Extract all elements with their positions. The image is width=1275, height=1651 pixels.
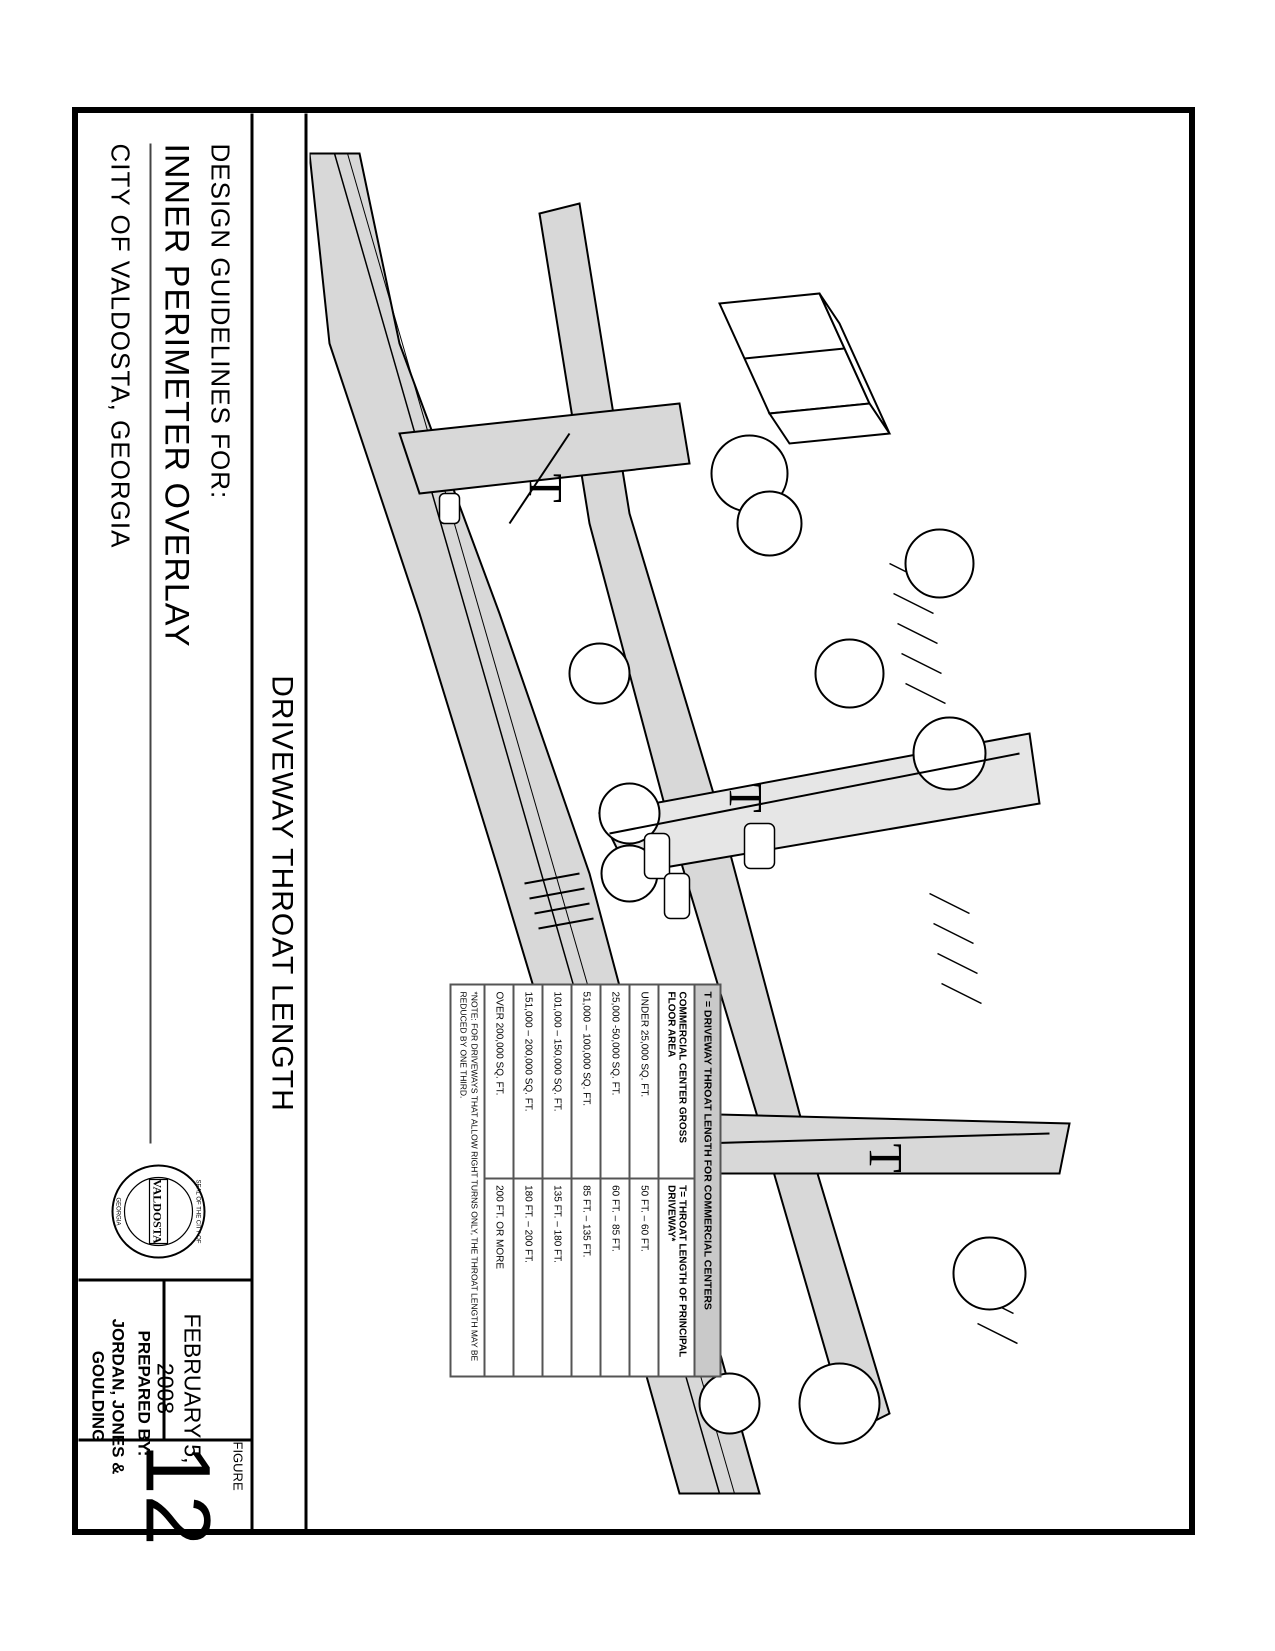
table-row: 101,000 – 150,000 SQ. FT.135 FT. – 180 F… (542, 985, 571, 1375)
firm-name: JORDAN, JONES & GOULDING (88, 1318, 127, 1474)
table-row: 25,000 -50,000 SQ. FT.60 FT. – 85 FT. (600, 985, 629, 1375)
col-header-area: COMMERCIAL CENTER GROSS FLOOR AREA (658, 985, 693, 1178)
cell-area: OVER 200,000 SQ. FT. (484, 985, 513, 1178)
throat-length-table: T = DRIVEWAY THROAT LENGTH FOR COMMERCIA… (449, 983, 721, 1377)
project-location: CITY OF VALDOSTA, GEORGIA (105, 143, 135, 548)
rotated-sheet-content: T T T T = DRIVEWAY THROAT LENGTH FOR COM… (78, 113, 1189, 1546)
driveway-throat-left (397, 401, 691, 495)
table-row: UNDER 25,000 SQ. FT.50 FT. – 60 FT. (629, 985, 658, 1375)
figure-label: FIGURE (230, 1441, 245, 1491)
cell-length: 200 FT. OR MORE (484, 1177, 513, 1375)
title-block: DRIVEWAY THROAT LENGTH DESIGN GUIDELINES… (78, 113, 307, 1546)
seal-center-text: VALDOSTA (150, 1179, 164, 1244)
site-plan-sketch: T T T (309, 152, 1071, 1494)
project-name: INNER PERIMETER OVERLAY (157, 143, 195, 648)
cell-length: 180 FT. – 200 FT. (513, 1177, 542, 1375)
throat-markers: T T T (518, 473, 911, 1172)
cell-area: 25,000 -50,000 SQ. FT. (600, 985, 629, 1178)
seal-top-text: SEAL OF THE CITY OF (194, 1179, 200, 1243)
table-title: T = DRIVEWAY THROAT LENGTH FOR COMMERCIA… (693, 985, 719, 1375)
cell-area: 101,000 – 150,000 SQ. FT. (542, 985, 571, 1178)
table-note: *NOTE: FOR DRIVEWAYS THAT ALLOW RIGHT TU… (458, 991, 479, 1361)
design-guidelines-label: DESIGN GUIDELINES FOR: (205, 143, 235, 499)
figure-number: 12 (126, 1443, 228, 1546)
project-underline (149, 143, 151, 1143)
cell-length: 85 FT. – 135 FT. (571, 1177, 600, 1375)
parking-stalls (888, 562, 1018, 1344)
col-header-length: T= THROAT LENGTH OF PRINCIPAL DRIVEWAY* (658, 1177, 693, 1375)
seal-bottom-text: GEORGIA (114, 1197, 120, 1225)
building (717, 291, 891, 445)
table-grid: COMMERCIAL CENTER GROSS FLOOR AREA T= TH… (483, 985, 693, 1375)
drawing-sheet: T T T T = DRIVEWAY THROAT LENGTH FOR COM… (72, 107, 1195, 1546)
table-row: 51,000 – 100,000 SQ. FT.85 FT. – 135 FT. (571, 985, 600, 1375)
dimension-arrows (508, 432, 1050, 1144)
cell-area: 151,000 – 200,000 SQ. FT. (513, 985, 542, 1178)
city-seal-icon: VALDOSTA SEAL OF THE CITY OF GEORGIA (111, 1164, 205, 1258)
title-block-divider (250, 113, 253, 1529)
cell-length: 135 FT. – 180 FT. (542, 1177, 571, 1375)
cell-length: 60 FT. – 85 FT. (600, 1177, 629, 1375)
cell-area: UNDER 25,000 SQ. FT. (629, 985, 658, 1178)
throat-marker-right: T (858, 1143, 911, 1172)
cell-area: 51,000 – 100,000 SQ. FT. (571, 985, 600, 1178)
sheet-title: DRIVEWAY THROAT LENGTH (265, 674, 298, 1112)
table-row: 151,000 – 200,000 SQ. FT.180 FT. – 200 F… (513, 985, 542, 1375)
title-block-top-rule (304, 113, 307, 1529)
table-row: OVER 200,000 SQ. FT.200 FT. OR MORE (484, 985, 513, 1375)
cell-length: 50 FT. – 60 FT. (629, 1177, 658, 1375)
